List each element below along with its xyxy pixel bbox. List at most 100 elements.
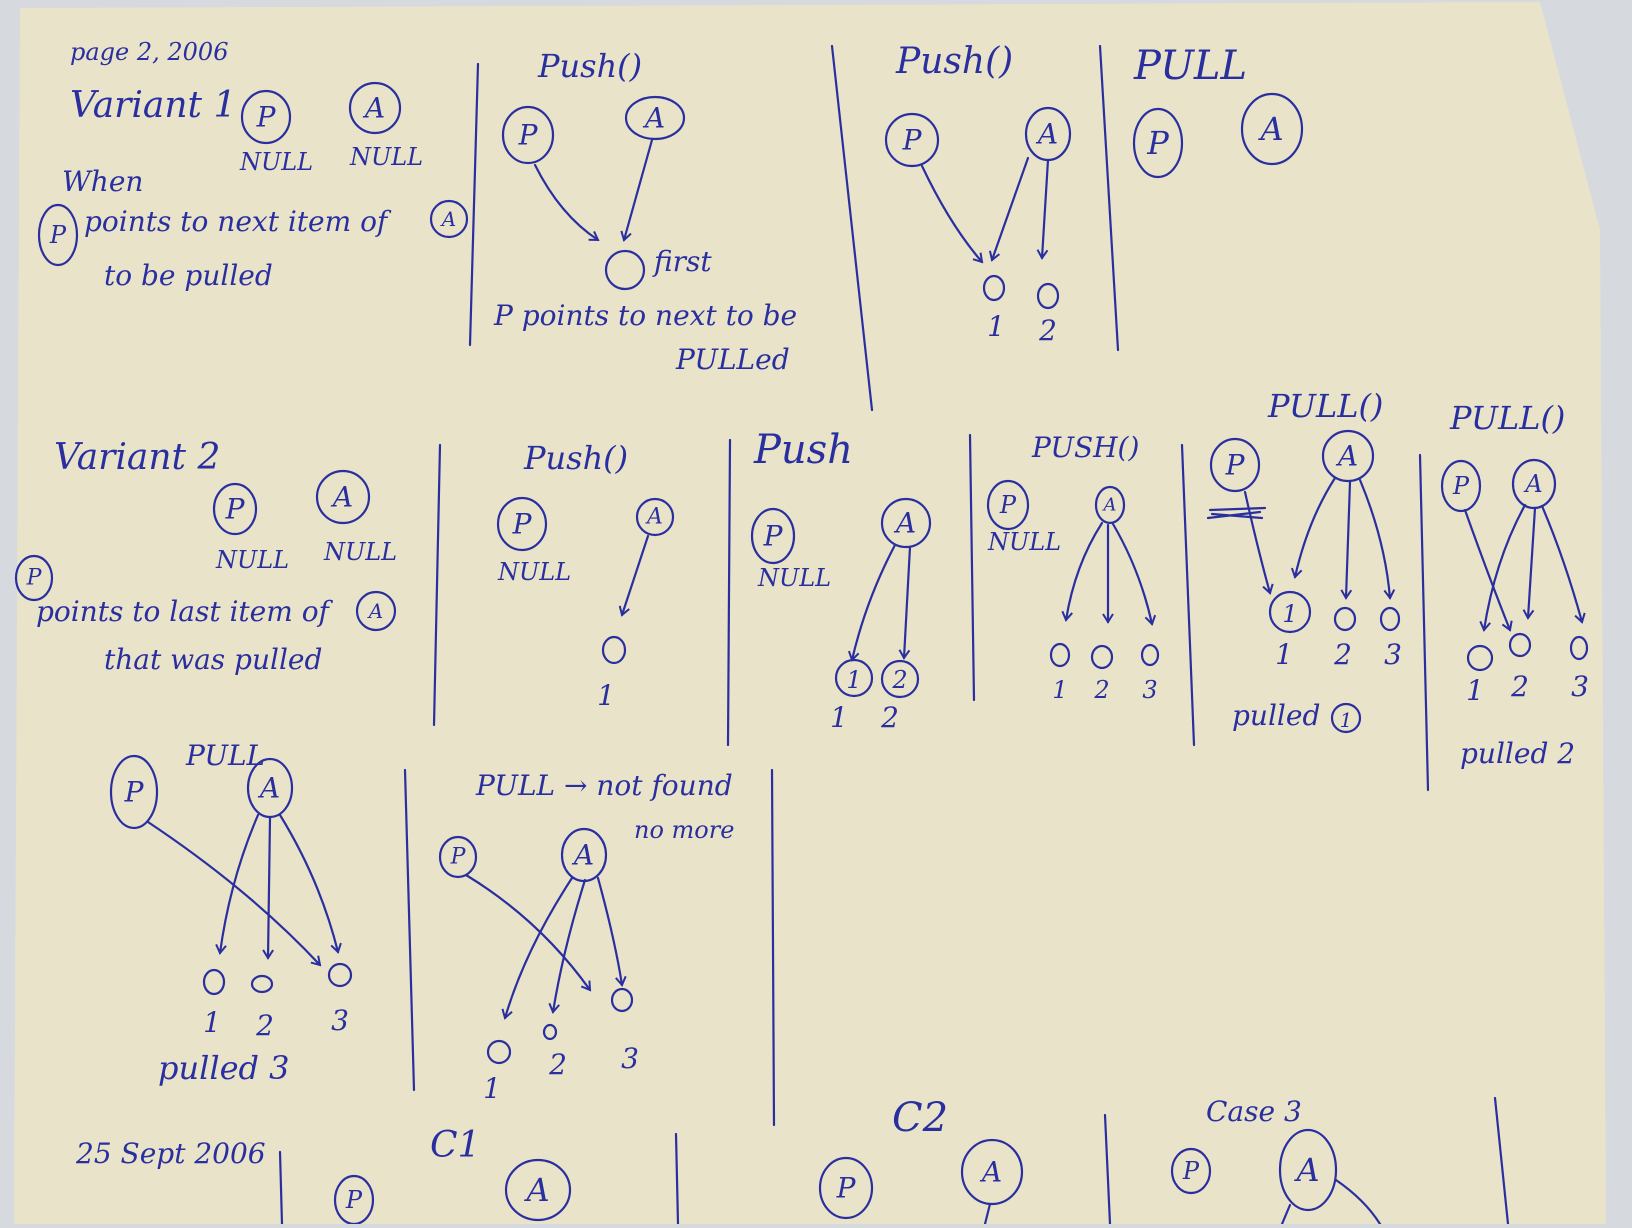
node-p (986, 479, 1030, 531)
item-node (1508, 632, 1532, 658)
arrow (215, 813, 260, 955)
node-letter: P (1452, 472, 1470, 500)
arrow (898, 545, 912, 660)
pulled-note: pulled 2 (1460, 737, 1576, 770)
arrow (848, 543, 897, 662)
variant2-desc-line1: points to last item of (36, 595, 329, 628)
arrow (1036, 158, 1050, 260)
bottom-date: 25 Sept 2006 (76, 1137, 266, 1170)
item-node (250, 974, 274, 994)
push-label: Push (754, 427, 853, 473)
variant1-note-line2: PULLed (676, 343, 790, 376)
item-number: 2 (548, 1048, 567, 1081)
item-node (202, 968, 226, 996)
arrow (1290, 476, 1337, 579)
item-number: 1 (483, 1072, 501, 1105)
variant1-desc-line2: to be pulled (104, 259, 273, 292)
variant2-title: Variant 2 (54, 437, 221, 478)
node-p (884, 112, 940, 168)
push-label: Push() (896, 41, 1014, 82)
node-p (1170, 1147, 1212, 1195)
item-number: 3 (331, 1004, 349, 1037)
node-letter: P (49, 221, 67, 249)
item-number: 1 (1275, 638, 1293, 671)
node-letter: P (225, 493, 246, 526)
no-more-note: no more (634, 816, 735, 844)
paper-sheet (14, 2, 1606, 1224)
item-node (1140, 643, 1160, 667)
node-p (212, 482, 258, 536)
divider-line (726, 438, 732, 747)
pull-label: PULL (186, 739, 266, 772)
null-label: NULL (240, 148, 314, 176)
item-number: 3 (1571, 670, 1589, 703)
node-a (348, 81, 402, 135)
pull-label: PULL() (1268, 387, 1384, 425)
node-p (240, 89, 292, 145)
node-a (960, 1138, 1024, 1206)
arrow (983, 1202, 992, 1226)
node-letter: P (1182, 1157, 1200, 1185)
node-letter: A (1035, 118, 1058, 151)
divider-line (403, 768, 416, 1092)
divider-line (1418, 453, 1430, 792)
null-label: NULL (324, 538, 398, 566)
null-label: NULL (350, 143, 424, 171)
node-letter: A (523, 1171, 549, 1209)
divider-line (1098, 44, 1120, 352)
node-a (880, 497, 932, 549)
null-label: NULL (498, 558, 572, 586)
node-p (14, 554, 54, 602)
arrow (596, 876, 627, 987)
case-label: C2 (892, 1095, 949, 1141)
node-a (355, 590, 397, 632)
node-a (1094, 485, 1126, 525)
divider-line (830, 44, 874, 412)
node-letter: A (1293, 1151, 1319, 1189)
item-number: 2 (880, 701, 899, 734)
item-number: 1 (597, 679, 615, 712)
variant1-when: When (62, 165, 144, 198)
node-p (1209, 437, 1261, 493)
item-number: 3 (1142, 676, 1157, 704)
pull-label: PULL → not found (476, 769, 733, 802)
arrow (1358, 478, 1396, 600)
item-number: 2 (1093, 676, 1109, 704)
item-number: 3 (621, 1042, 639, 1075)
item-number: 3 (1384, 638, 1402, 671)
variant2-desc-line2: that was pulled (104, 643, 323, 676)
arrow (1479, 503, 1527, 632)
item-number: 2 (891, 666, 907, 694)
item-node (1090, 644, 1114, 670)
node-p (438, 835, 478, 879)
node-p (496, 496, 548, 552)
arrow (1061, 521, 1104, 622)
case-label: C1 (430, 1125, 481, 1166)
item-node (1333, 606, 1357, 632)
divider-line (1103, 1113, 1112, 1226)
item-node (1268, 590, 1312, 634)
variant1-note-line1: P points to next to be (494, 299, 798, 332)
item-node (604, 249, 646, 291)
item-node (1330, 702, 1362, 734)
node-p (37, 203, 79, 267)
arrow (278, 813, 342, 954)
arrow (1540, 504, 1586, 624)
node-letter: P (1225, 449, 1246, 482)
node-letter: A (1257, 110, 1283, 148)
node-a (1278, 1128, 1338, 1212)
variant1-title: Variant 1 (70, 85, 237, 126)
item-node (982, 274, 1006, 302)
node-letter: P (512, 508, 533, 541)
arrow (620, 138, 654, 242)
arrow (548, 878, 587, 1014)
node-letter: P (518, 119, 539, 152)
item-node (542, 1023, 558, 1041)
node-p (818, 1156, 874, 1220)
node-letter: P (256, 101, 277, 134)
item-node (1036, 282, 1060, 310)
arrow (464, 873, 592, 992)
node-a (1321, 429, 1375, 483)
node-p (109, 754, 159, 830)
arrow (1334, 1178, 1382, 1226)
